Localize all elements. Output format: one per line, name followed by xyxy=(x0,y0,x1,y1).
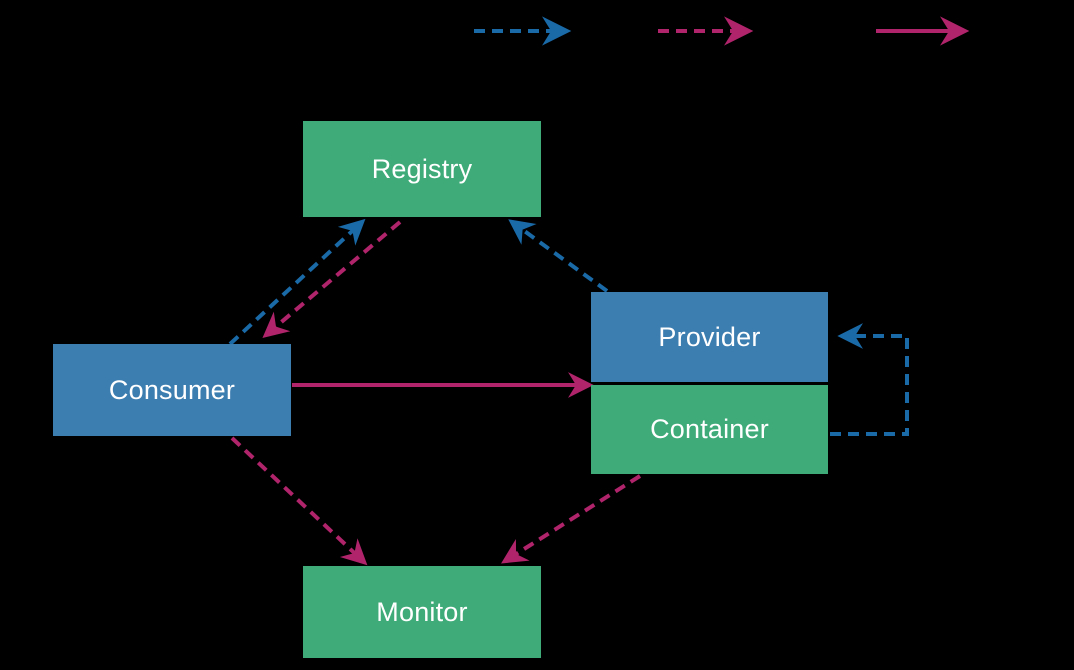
edge-container-to-provider xyxy=(830,323,909,436)
edge-provider-to-registry xyxy=(508,219,609,293)
node-registry[interactable]: Registry xyxy=(303,121,541,217)
edge-consumer-to-monitor xyxy=(230,436,368,566)
node-provider-label: Provider xyxy=(658,321,761,352)
node-provider[interactable]: Provider xyxy=(591,292,828,382)
node-container-label: Container xyxy=(650,414,769,444)
node-consumer[interactable]: Consumer xyxy=(53,344,291,436)
edge-registry-to-consumer xyxy=(262,220,402,339)
edge-consumer-to-registry xyxy=(228,218,366,346)
node-consumer-label: Consumer xyxy=(108,374,236,405)
node-registry-label: Registry xyxy=(371,153,473,184)
node-container[interactable]: Container xyxy=(591,385,828,474)
edge-container-to-monitor xyxy=(501,474,642,564)
node-monitor-label: Monitor xyxy=(376,596,468,627)
node-monitor[interactable]: Monitor xyxy=(303,566,541,658)
legend xyxy=(474,16,970,46)
